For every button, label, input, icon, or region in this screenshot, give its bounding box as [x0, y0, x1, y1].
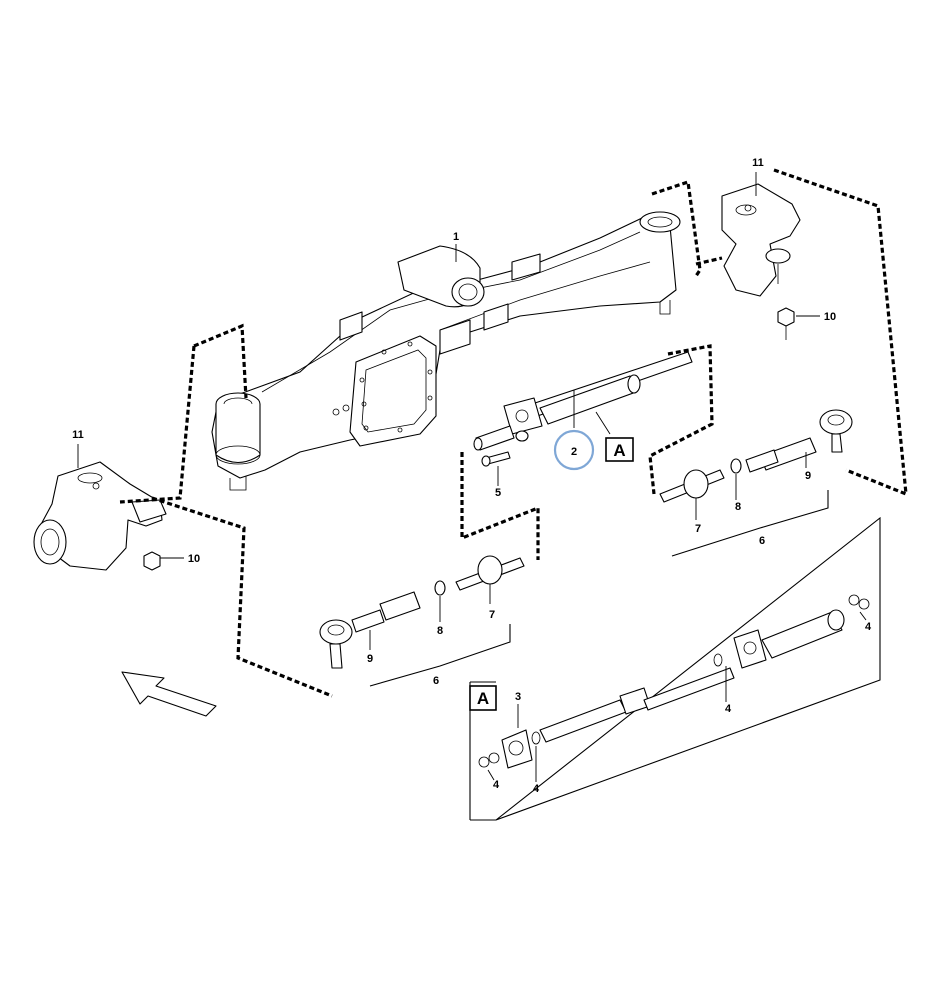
- direction-arrow: [121, 671, 217, 717]
- label-part-3: 3: [515, 691, 521, 703]
- label-part-11-right: 11: [752, 157, 764, 169]
- detail-ref-label: A: [613, 441, 625, 460]
- bracket-group-6-left: [369, 624, 511, 687]
- highlight-circle: [553, 429, 595, 471]
- label-part-4b: 4: [533, 783, 540, 795]
- label-part-4c: 4: [725, 703, 732, 715]
- dashed-assembly-lines: [119, 168, 908, 698]
- detail-box-label: A: [477, 689, 489, 708]
- label-part-4a: 4: [493, 779, 500, 791]
- detail-cylinder[interactable]: [478, 594, 870, 769]
- tie-rod-left[interactable]: [319, 555, 525, 669]
- steering-knuckle-right[interactable]: [721, 183, 801, 297]
- label-part-9-right: 9: [805, 470, 811, 482]
- label-part-7-right: 7: [695, 523, 701, 535]
- detail-ref-box: A: [605, 437, 634, 462]
- detail-view-a: [469, 516, 881, 821]
- label-part-6-left: 6: [433, 675, 439, 687]
- label-part-8-left: 8: [437, 625, 443, 637]
- axle-housing[interactable]: [211, 211, 681, 491]
- label-part-4d: 4: [865, 621, 872, 633]
- part-number-labels: 1 2 3 4 4 4 4 5 6 6 7 7 8 8 9 9 10 10 11…: [72, 157, 872, 795]
- detail-title-box: A: [469, 685, 497, 711]
- label-part-10-right: 10: [824, 311, 836, 323]
- label-part-2: 2: [571, 446, 577, 458]
- bolt-part-5[interactable]: [481, 451, 511, 467]
- label-part-8-right: 8: [735, 501, 741, 513]
- detail-leader-lines: [487, 611, 867, 782]
- label-part-6-right: 6: [759, 535, 765, 547]
- label-part-9-left: 9: [367, 653, 373, 665]
- label-part-1: 1: [453, 231, 459, 243]
- label-part-10-left: 10: [188, 553, 200, 565]
- nut-part-10-left[interactable]: [143, 551, 161, 571]
- steering-knuckle-left[interactable]: [33, 461, 167, 571]
- leader-lines: [77, 172, 820, 650]
- bracket-group-6-right: [671, 490, 829, 557]
- label-part-7-left: 7: [489, 609, 495, 621]
- steering-cylinder[interactable]: [473, 351, 693, 451]
- label-part-5: 5: [495, 487, 501, 499]
- nut-part-10-right[interactable]: [777, 307, 795, 340]
- tie-rod-right[interactable]: [659, 409, 853, 503]
- label-part-11-left: 11: [72, 429, 84, 441]
